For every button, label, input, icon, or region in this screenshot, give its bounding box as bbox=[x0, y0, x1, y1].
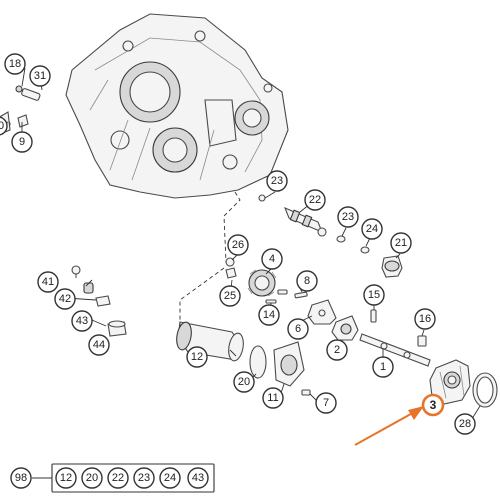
svg-text:24: 24 bbox=[366, 223, 378, 235]
kit-item-20[interactable]: 20 bbox=[81, 467, 103, 489]
svg-text:16: 16 bbox=[419, 313, 431, 325]
callout-12[interactable]: 12 bbox=[186, 346, 208, 368]
svg-text:23: 23 bbox=[271, 175, 283, 187]
svg-text:43: 43 bbox=[192, 472, 204, 484]
callout-11[interactable]: 11 bbox=[262, 387, 284, 409]
svg-text:20: 20 bbox=[86, 472, 98, 484]
callout-24[interactable]: 24 bbox=[361, 218, 383, 240]
kit-item-24[interactable]: 24 bbox=[159, 467, 181, 489]
callout-25[interactable]: 25 bbox=[219, 285, 241, 307]
svg-text:25: 25 bbox=[224, 290, 236, 302]
svg-text:4: 4 bbox=[269, 253, 275, 265]
kit-item-43[interactable]: 43 bbox=[187, 467, 209, 489]
svg-text:9: 9 bbox=[19, 136, 25, 148]
svg-text:44: 44 bbox=[93, 339, 105, 351]
svg-text:3: 3 bbox=[430, 398, 437, 412]
callout-41[interactable]: 41 bbox=[37, 271, 59, 293]
svg-text:14: 14 bbox=[263, 309, 275, 321]
svg-text:23: 23 bbox=[138, 472, 150, 484]
callout-14[interactable]: 14 bbox=[258, 304, 280, 326]
svg-text:1: 1 bbox=[380, 361, 386, 373]
svg-text:42: 42 bbox=[59, 293, 71, 305]
svg-text:21: 21 bbox=[395, 237, 407, 249]
svg-text:22: 22 bbox=[112, 472, 124, 484]
svg-text:22: 22 bbox=[309, 194, 321, 206]
engine-crankcase bbox=[65, 13, 289, 199]
callout-26[interactable]: 26 bbox=[227, 234, 249, 256]
svg-text:24: 24 bbox=[164, 472, 176, 484]
svg-text:43: 43 bbox=[76, 315, 88, 327]
oil-screen-parts bbox=[71, 265, 127, 337]
kit-reference: 98 12 20 22 23 24 43 bbox=[10, 463, 215, 493]
callout-18[interactable]: 18 bbox=[4, 53, 26, 75]
callout-44[interactable]: 44 bbox=[88, 334, 110, 356]
callout-4[interactable]: 4 bbox=[261, 248, 283, 270]
svg-text:8: 8 bbox=[304, 275, 310, 287]
svg-text:12: 12 bbox=[60, 472, 72, 484]
svg-text:98: 98 bbox=[15, 472, 27, 484]
callout-22[interactable]: 22 bbox=[304, 189, 326, 211]
callout-9[interactable]: 9 bbox=[11, 131, 33, 153]
svg-text:2: 2 bbox=[334, 344, 340, 356]
highlight-arrow bbox=[354, 406, 424, 446]
callout-15[interactable]: 15 bbox=[363, 284, 385, 306]
callout-28[interactable]: 28 bbox=[454, 413, 476, 435]
svg-text:10: 10 bbox=[0, 120, 4, 132]
callout-10[interactable]: 10 bbox=[0, 116, 8, 136]
callout-kit-98[interactable]: 98 bbox=[10, 467, 32, 489]
svg-text:20: 20 bbox=[238, 376, 250, 388]
svg-text:41: 41 bbox=[42, 276, 54, 288]
callout-31[interactable]: 31 bbox=[29, 65, 51, 87]
callout-23-upper[interactable]: 23 bbox=[266, 170, 288, 192]
callout-20[interactable]: 20 bbox=[233, 371, 255, 393]
oil-pump-shaft-group bbox=[258, 194, 403, 278]
svg-text:15: 15 bbox=[368, 289, 380, 301]
callout-21[interactable]: 21 bbox=[390, 232, 412, 254]
callout-8[interactable]: 8 bbox=[296, 270, 318, 292]
callout-7[interactable]: 7 bbox=[315, 392, 337, 414]
callout-6[interactable]: 6 bbox=[287, 318, 309, 340]
callout-2[interactable]: 2 bbox=[326, 339, 348, 361]
oil-pump-parts bbox=[265, 299, 431, 367]
svg-text:18: 18 bbox=[9, 58, 21, 70]
svg-text:26: 26 bbox=[232, 239, 244, 251]
callout-43[interactable]: 43 bbox=[71, 310, 93, 332]
kit-item-22[interactable]: 22 bbox=[107, 467, 129, 489]
gear-group bbox=[225, 257, 308, 299]
svg-text:23: 23 bbox=[342, 211, 354, 223]
kit-item-12[interactable]: 12 bbox=[55, 467, 77, 489]
callout-3-highlighted[interactable]: 3 bbox=[421, 393, 445, 417]
callout-42[interactable]: 42 bbox=[54, 288, 76, 310]
svg-text:28: 28 bbox=[459, 418, 471, 430]
callout-16[interactable]: 16 bbox=[414, 308, 436, 330]
svg-text:12: 12 bbox=[191, 351, 203, 363]
oil-pump-cover-group bbox=[429, 359, 498, 408]
svg-text:7: 7 bbox=[323, 397, 329, 409]
svg-text:11: 11 bbox=[267, 392, 278, 404]
callout-1[interactable]: 1 bbox=[372, 356, 394, 378]
svg-text:31: 31 bbox=[34, 70, 46, 82]
svg-text:6: 6 bbox=[295, 323, 301, 335]
callout-23-lower[interactable]: 23 bbox=[337, 206, 359, 228]
kit-item-23[interactable]: 23 bbox=[133, 467, 155, 489]
